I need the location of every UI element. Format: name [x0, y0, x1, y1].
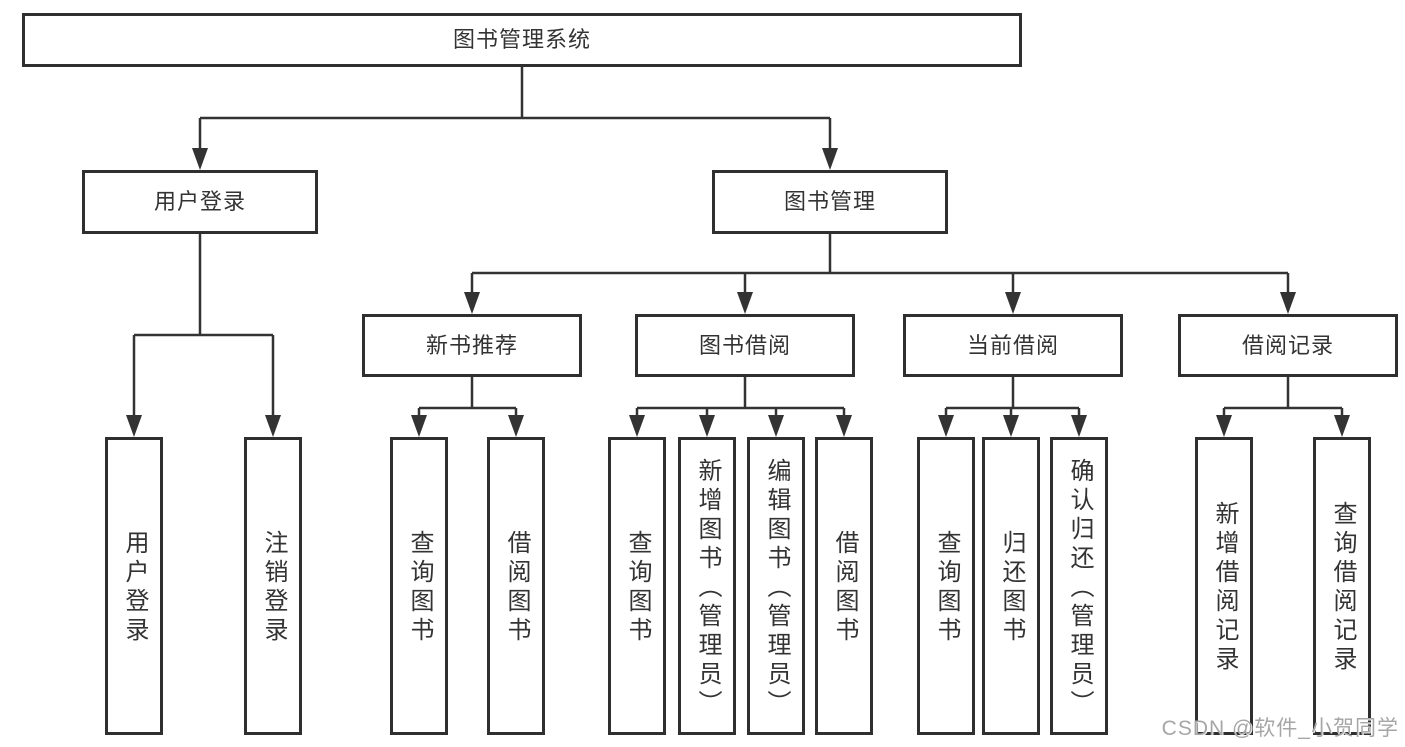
node-current-confirm-return-admin: 确认归还（管理员） — [1050, 437, 1108, 735]
node-current-query-books: 查询图书 — [917, 437, 975, 735]
node-current-return-books: 归还图书 — [982, 437, 1040, 735]
node-library-management-system: 图书管理系统 — [22, 13, 1022, 67]
node-current-borrowing: 当前借阅 — [903, 314, 1123, 377]
node-user-login: 用户登录 — [82, 170, 318, 234]
node-records-add-record: 新增借阅记录 — [1195, 437, 1253, 735]
node-book-borrowing: 图书借阅 — [635, 314, 855, 377]
node-borrowing-query-books: 查询图书 — [608, 437, 666, 735]
node-logout-action: 注销登录 — [244, 437, 302, 735]
node-borrowing-borrow-books: 借阅图书 — [815, 437, 873, 735]
node-borrowing-edit-books-admin: 编辑图书（管理员） — [747, 437, 805, 735]
node-borrowing-add-books-admin: 新增图书（管理员） — [678, 437, 736, 735]
node-newrec-borrow-books: 借阅图书 — [487, 437, 545, 735]
node-newrec-query-books: 查询图书 — [390, 437, 448, 735]
node-records-query-record: 查询借阅记录 — [1313, 437, 1371, 735]
node-book-management: 图书管理 — [712, 170, 948, 234]
node-user-login-action: 用户登录 — [105, 437, 163, 735]
csdn-watermark: CSDN @软件_小贺同学 — [1161, 717, 1399, 740]
node-borrowing-records: 借阅记录 — [1178, 314, 1398, 377]
arrowheads — [126, 148, 1350, 437]
node-new-book-recommend: 新书推荐 — [362, 314, 582, 377]
